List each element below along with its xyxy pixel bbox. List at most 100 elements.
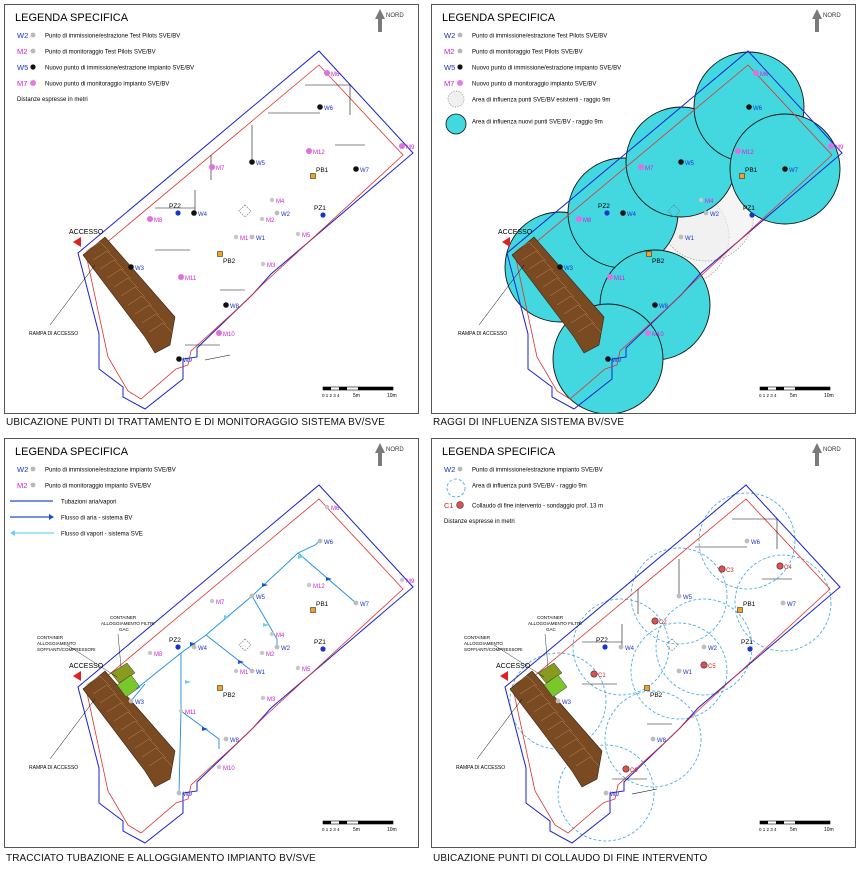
container-compressors-label: SOFFIANTI/COMPRESSORI <box>464 647 523 652</box>
scale-bar-fill <box>339 821 347 824</box>
red-dot-icon <box>651 617 659 625</box>
scale-ticks: 0 1 2 3 4 <box>759 827 777 832</box>
influence-area-dashed <box>698 492 796 590</box>
ramp-hatch <box>99 675 111 687</box>
point-m12: M12 <box>306 582 325 590</box>
ramp-hatch <box>561 720 573 732</box>
point-w5: W5 <box>678 159 695 167</box>
ramp-hatch <box>113 693 125 705</box>
point-label: M11 <box>185 276 197 282</box>
ramp-leader <box>476 698 523 760</box>
gray-dot-icon <box>780 600 786 606</box>
point-label: M5 <box>302 233 311 239</box>
legend-code: W2 <box>17 31 28 40</box>
point-m2: M2 <box>259 216 275 224</box>
point-m7: M7 <box>638 164 654 172</box>
point-label: M12 <box>313 584 325 590</box>
black-dot-icon <box>652 302 658 308</box>
container-gac-label: ALLOGGIAMENTO FILTRI <box>528 621 582 626</box>
point-m12: M12 <box>306 148 325 156</box>
ramp-hatch <box>92 250 108 261</box>
dimension-line <box>204 354 231 361</box>
ramp-hatch <box>547 702 559 714</box>
gray-dot-icon <box>176 790 182 796</box>
legend-code: M7 <box>17 79 27 88</box>
ramp-hatch <box>556 295 572 306</box>
borehole-icon <box>737 607 743 613</box>
ramp-hatch <box>526 693 542 704</box>
ramp-hatch <box>155 313 167 325</box>
ramp-hatch <box>134 720 146 732</box>
legend-code: W2 <box>17 465 28 474</box>
pipe-line <box>178 710 182 794</box>
point-m10: M10 <box>645 330 664 338</box>
container-compressors-label: SOFFIANTI/COMPRESSORI <box>37 647 96 652</box>
ramp-hatch <box>148 304 160 316</box>
ramp-hatch <box>535 250 547 262</box>
ramp-hatch <box>120 286 136 297</box>
ramp-hatch <box>106 268 122 279</box>
scale-end: 10m <box>824 827 834 833</box>
point-label: M7 <box>645 166 654 172</box>
point-m10: M10 <box>216 764 235 772</box>
point-w2: W2 <box>703 210 720 218</box>
point-w6: W6 <box>317 538 334 546</box>
legend-code: C1 <box>444 501 454 510</box>
ramp-hatch <box>533 684 545 696</box>
black-dot-icon <box>30 64 36 70</box>
access-ramp <box>82 670 176 788</box>
gray-dot-icon <box>274 210 280 216</box>
gray-dot-icon <box>399 577 405 583</box>
legend-title: LEGENDA SPECIFICA <box>15 446 129 458</box>
container-leader <box>66 644 118 678</box>
piezometer-label: PZ1 <box>741 639 753 646</box>
ramp-hatch <box>134 304 150 315</box>
legend-code: M2 <box>17 481 27 490</box>
point-c5: C5 <box>700 661 716 670</box>
building-outline <box>77 50 414 410</box>
legend-code: W5 <box>17 63 28 72</box>
point-w5: W5 <box>249 593 266 601</box>
borehole-icon <box>739 173 745 179</box>
scale-ticks: 0 1 2 3 4 <box>322 393 340 398</box>
black-dot-icon <box>191 210 197 216</box>
magenta-x-icon <box>638 164 644 170</box>
point-label: M11 <box>614 276 626 282</box>
point-w8: W8 <box>223 736 240 744</box>
ramp-hatch <box>540 711 556 722</box>
legend-text: Nuovo punto di immissione/estrazione imp… <box>472 66 621 72</box>
container-gac-label: GAC <box>546 627 557 632</box>
point-label: W4 <box>198 646 208 652</box>
magenta-x-icon <box>30 80 36 86</box>
point-label: W8 <box>230 738 240 744</box>
point-w5: W5 <box>249 159 266 167</box>
gray-dot-icon <box>191 644 197 650</box>
ramp-hatch <box>141 747 157 758</box>
container-compressors <box>543 674 568 698</box>
point-label: M7 <box>216 166 225 172</box>
point-w1: W1 <box>249 668 266 676</box>
gray-dot-icon <box>30 482 36 488</box>
ramp-hatch <box>127 729 143 740</box>
ramp-hatch <box>113 259 125 271</box>
access-icon <box>500 671 508 681</box>
ramp-hatch <box>563 286 575 298</box>
legend-code: M2 <box>17 47 27 56</box>
point-w6: W6 <box>744 538 761 546</box>
dashed-circle-icon <box>446 478 466 498</box>
black-dot-icon <box>620 210 626 216</box>
magenta-x-icon <box>576 216 582 222</box>
gray-dot-icon <box>30 48 36 54</box>
point-w5: W5 <box>676 593 693 601</box>
ramp-hatch <box>575 756 591 767</box>
point-label: M12 <box>742 150 754 156</box>
point-m8: M8 <box>147 216 163 224</box>
